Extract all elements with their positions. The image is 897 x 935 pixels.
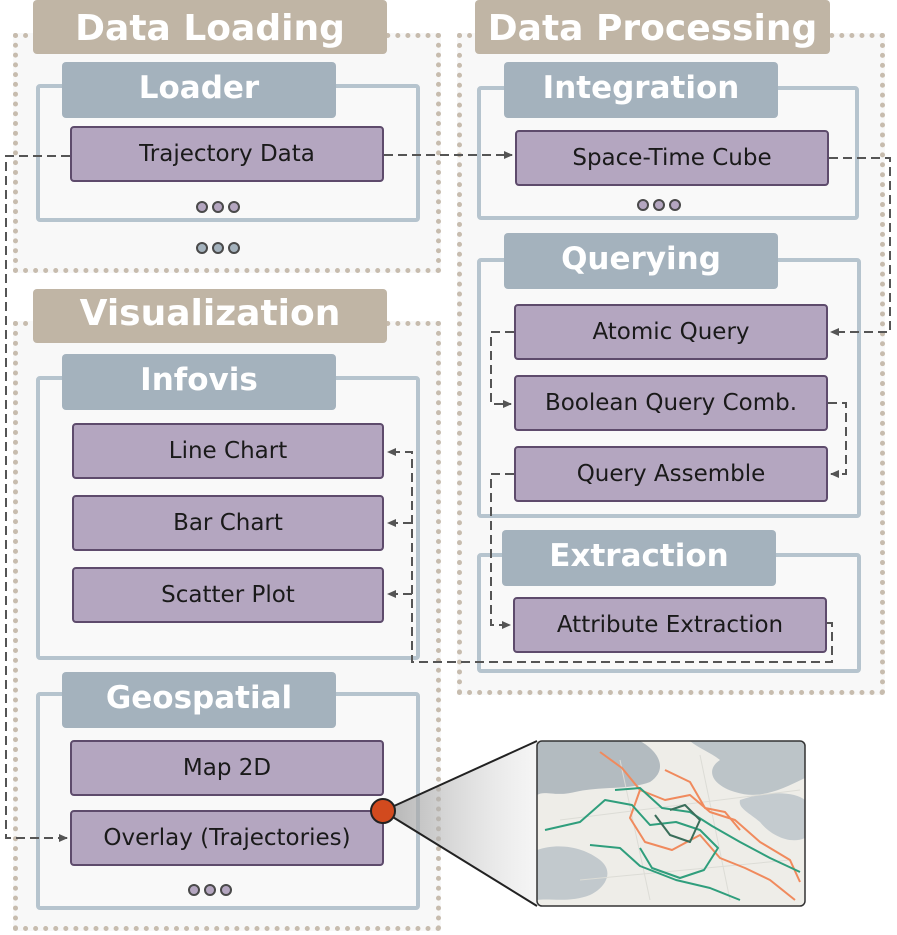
geospatial-more-dots [188, 884, 232, 896]
group-title-data-loading: Data Loading [33, 0, 387, 54]
module-title-querying: Querying [504, 233, 778, 289]
edge-assemble-to-extraction [490, 473, 514, 629]
zoom-wedge [383, 741, 537, 906]
group-title-data-processing: Data Processing [475, 0, 830, 54]
integration-more-dots [637, 199, 681, 211]
module-title-integration: Integration [504, 62, 778, 118]
edge-boolean-to-assemble [828, 402, 847, 478]
edge-extraction-to-infovis [387, 448, 833, 663]
node-map-2d[interactable]: Map 2D [70, 740, 384, 796]
node-space-time-cube[interactable]: Space-Time Cube [515, 130, 829, 186]
node-overlay-trajectories[interactable]: Overlay (Trajectories) [70, 810, 384, 866]
data-loading-more-dots [196, 242, 240, 254]
edge-trajectory-to-overlay [5, 155, 70, 842]
node-bar-chart[interactable]: Bar Chart [72, 495, 384, 551]
edge-atomic-to-boolean [490, 331, 514, 408]
map-thumbnail [537, 741, 805, 906]
module-title-infovis: Infovis [62, 354, 336, 410]
group-title-visualization: Visualization [33, 289, 387, 343]
node-trajectory-data[interactable]: Trajectory Data [70, 126, 384, 182]
node-line-chart[interactable]: Line Chart [72, 423, 384, 479]
node-atomic-query[interactable]: Atomic Query [514, 304, 828, 360]
module-title-extraction: Extraction [502, 530, 776, 586]
module-title-loader: Loader [62, 62, 336, 118]
node-attribute-extraction[interactable]: Attribute Extraction [513, 597, 827, 653]
loader-more-dots [196, 201, 240, 213]
node-boolean-query-comb[interactable]: Boolean Query Comb. [514, 375, 828, 431]
module-title-geospatial: Geospatial [62, 672, 336, 728]
edge-cube-to-atomic [829, 157, 891, 336]
node-query-assemble[interactable]: Query Assemble [514, 446, 828, 502]
node-scatter-plot[interactable]: Scatter Plot [72, 567, 384, 623]
overlay-highlight-dot [370, 798, 396, 824]
